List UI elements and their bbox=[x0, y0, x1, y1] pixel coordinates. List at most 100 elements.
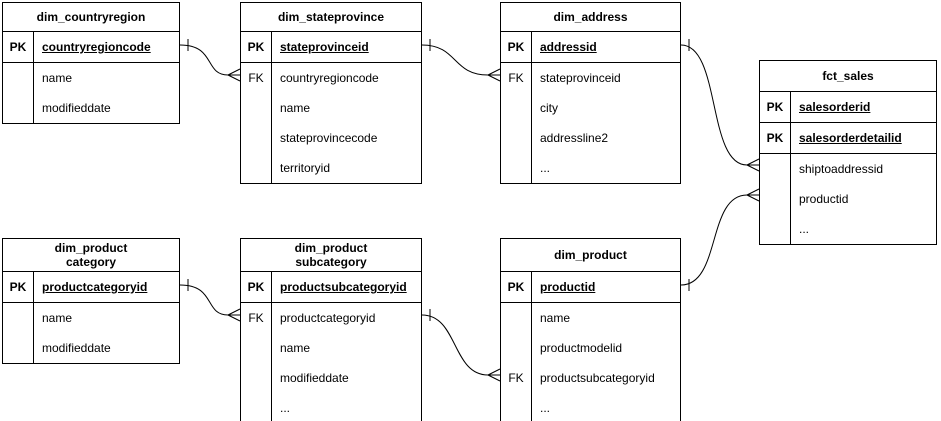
entity-title[interactable]: dim_address bbox=[501, 3, 680, 32]
row-fk-productcategoryid[interactable]: FK productcategoryid bbox=[241, 303, 421, 333]
field-label: salesorderdetailid bbox=[799, 131, 902, 145]
key-label bbox=[241, 393, 272, 421]
entity-title[interactable]: dim_product subcategory bbox=[241, 239, 421, 272]
row-pk-productcategoryid[interactable]: PK productcategoryid bbox=[3, 272, 179, 303]
key-label: PK bbox=[3, 32, 34, 62]
entity-dim-product-category[interactable]: dim_product category PK productcategoryi… bbox=[2, 238, 180, 364]
key-label: FK bbox=[501, 363, 532, 393]
entity-title[interactable]: dim_stateprovince bbox=[241, 3, 421, 32]
entity-fct-sales[interactable]: fct_sales PK salesorderid PK salesorderd… bbox=[759, 60, 937, 245]
key-label: PK bbox=[501, 272, 532, 302]
field-label: name bbox=[42, 71, 73, 85]
row-name[interactable]: name bbox=[241, 93, 421, 123]
relationship-stateprovince-address[interactable] bbox=[421, 39, 501, 82]
key-label: FK bbox=[241, 63, 272, 93]
row-stateprovincecode[interactable]: stateprovincecode bbox=[241, 123, 421, 153]
field-label: name bbox=[42, 311, 73, 325]
crow-foot-many-icon bbox=[227, 308, 241, 322]
key-label bbox=[501, 123, 532, 153]
entity-title[interactable]: dim_product category bbox=[3, 239, 179, 272]
row-ellipsis[interactable]: ... bbox=[501, 153, 680, 183]
row-modifieddate[interactable]: modifieddate bbox=[241, 363, 421, 393]
row-fk-countryregioncode[interactable]: FK countryregioncode bbox=[241, 63, 421, 93]
row-city[interactable]: city bbox=[501, 93, 680, 123]
entity-dim-stateprovince[interactable]: dim_stateprovince PK stateprovinceid FK … bbox=[240, 2, 422, 184]
relationship-countryregion-stateprovince[interactable] bbox=[179, 39, 241, 82]
row-name[interactable]: name bbox=[3, 303, 179, 333]
relationship-line[interactable] bbox=[421, 44, 489, 76]
row-productmodelid[interactable]: productmodelid bbox=[501, 333, 680, 363]
row-pk-productid[interactable]: PK productid bbox=[501, 272, 680, 303]
field-label: productsubcategoryid bbox=[540, 371, 655, 385]
field-label: stateprovinceid bbox=[540, 71, 621, 85]
field-label: addressid bbox=[540, 40, 597, 54]
relationship-line[interactable] bbox=[421, 314, 489, 376]
entity-dim-product-subcategory[interactable]: dim_product subcategory PK productsubcat… bbox=[240, 238, 422, 421]
key-label bbox=[501, 333, 532, 363]
field-label: shiptoaddressid bbox=[799, 162, 884, 176]
relationship-address-sales[interactable] bbox=[680, 39, 760, 172]
field-label: ... bbox=[540, 161, 551, 175]
row-pk-addressid[interactable]: PK addressid bbox=[501, 32, 680, 63]
row-pk-salesorderdetailid[interactable]: PK salesorderdetailid bbox=[760, 123, 936, 154]
field-label: ... bbox=[280, 401, 291, 415]
key-label: PK bbox=[760, 123, 791, 153]
key-label: PK bbox=[241, 272, 272, 302]
relationship-product-sales[interactable] bbox=[680, 188, 760, 291]
field-label: territoryid bbox=[280, 161, 331, 175]
entity-dim-product[interactable]: dim_product PK productid name productmod… bbox=[500, 238, 681, 421]
row-name[interactable]: name bbox=[3, 63, 179, 93]
row-productid[interactable]: productid bbox=[760, 184, 936, 214]
key-label: FK bbox=[501, 63, 532, 93]
key-label bbox=[501, 93, 532, 123]
relationship-line[interactable] bbox=[179, 44, 229, 76]
row-ellipsis[interactable]: ... bbox=[501, 393, 680, 421]
row-territoryid[interactable]: territoryid bbox=[241, 153, 421, 183]
entity-title[interactable]: fct_sales bbox=[760, 61, 936, 92]
field-label: addressline2 bbox=[540, 131, 609, 145]
field-label: countryregioncode bbox=[42, 40, 151, 54]
row-ellipsis[interactable]: ... bbox=[241, 393, 421, 421]
key-label bbox=[760, 214, 791, 244]
row-pk-productsubcategoryid[interactable]: PK productsubcategoryid bbox=[241, 272, 421, 303]
row-ellipsis[interactable]: ... bbox=[760, 214, 936, 244]
entity-dim-address[interactable]: dim_address PK addressid FK stateprovinc… bbox=[500, 2, 681, 184]
relationship-line[interactable] bbox=[179, 284, 229, 316]
row-shiptoaddressid[interactable]: shiptoaddressid bbox=[760, 154, 936, 184]
field-label: modifieddate bbox=[42, 101, 111, 115]
relationship-subcategory-product[interactable] bbox=[421, 309, 501, 382]
row-fk-productsubcategoryid[interactable]: FK productsubcategoryid bbox=[501, 363, 680, 393]
field-label: ... bbox=[799, 222, 810, 236]
key-label: PK bbox=[760, 92, 791, 122]
key-label bbox=[241, 93, 272, 123]
row-modifieddate[interactable]: modifieddate bbox=[3, 333, 179, 363]
row-modifieddate[interactable]: modifieddate bbox=[3, 93, 179, 123]
row-pk-salesorderid[interactable]: PK salesorderid bbox=[760, 92, 936, 123]
relationship-line[interactable] bbox=[680, 44, 748, 166]
field-label: stateprovinceid bbox=[280, 40, 369, 54]
key-label bbox=[241, 333, 272, 363]
entity-title[interactable]: dim_countryregion bbox=[3, 3, 179, 32]
entity-title[interactable]: dim_product bbox=[501, 239, 680, 272]
row-name[interactable]: name bbox=[501, 303, 680, 333]
row-pk-stateprovinceid[interactable]: PK stateprovinceid bbox=[241, 32, 421, 63]
crow-foot-many-icon bbox=[746, 158, 760, 172]
field-label: name bbox=[280, 101, 311, 115]
field-label: modifieddate bbox=[42, 341, 111, 355]
relationship-category-subcategory[interactable] bbox=[179, 279, 241, 322]
row-fk-stateprovinceid[interactable]: FK stateprovinceid bbox=[501, 63, 680, 93]
row-name[interactable]: name bbox=[241, 333, 421, 363]
relationship-line[interactable] bbox=[680, 194, 748, 286]
row-pk-countryregioncode[interactable]: PK countryregioncode bbox=[3, 32, 179, 63]
key-label bbox=[760, 184, 791, 214]
entity-dim-countryregion[interactable]: dim_countryregion PK countryregioncode n… bbox=[2, 2, 180, 124]
row-addressline2[interactable]: addressline2 bbox=[501, 123, 680, 153]
field-label: productmodelid bbox=[540, 341, 623, 355]
field-label: stateprovincecode bbox=[280, 131, 378, 145]
field-label: countryregioncode bbox=[280, 71, 379, 85]
key-label: PK bbox=[241, 32, 272, 62]
field-label: salesorderid bbox=[799, 100, 871, 114]
key-label bbox=[241, 153, 272, 183]
